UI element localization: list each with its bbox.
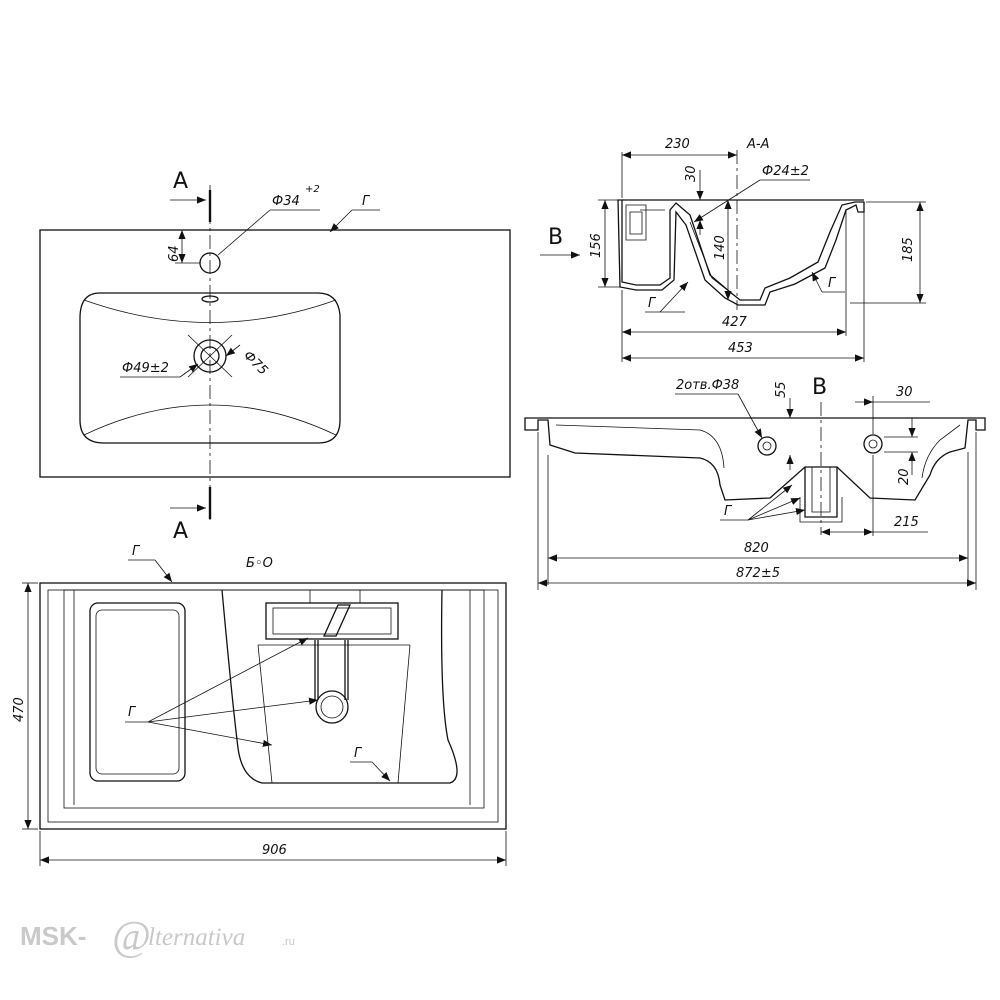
front-label-g: Г bbox=[724, 504, 733, 519]
bottom-label-g-fan: Г bbox=[128, 705, 137, 720]
front-hole-right bbox=[863, 434, 883, 454]
section-title: А-А bbox=[746, 137, 769, 152]
bottom-drain-box bbox=[265, 602, 399, 640]
dim-55: 55 bbox=[774, 381, 789, 398]
bottom-view-outline bbox=[39, 582, 507, 830]
dim-20: 20 bbox=[897, 468, 912, 485]
top-view-outline bbox=[39, 229, 511, 478]
dim-470: 470 bbox=[12, 697, 27, 722]
bottom-view: Б◦О Г Г Г 470 906 bbox=[12, 544, 507, 866]
watermark: MSK- @ lternativa .ru bbox=[20, 914, 295, 960]
watermark-brand-left: MSK- bbox=[20, 921, 86, 951]
section-label-g-right: Г bbox=[828, 276, 837, 291]
dim-872: 872±5 bbox=[736, 566, 780, 581]
drain-diameter: Ф49±2 bbox=[122, 361, 169, 376]
view-b-title: В bbox=[812, 375, 827, 400]
holes-label: 2отв.Ф38 bbox=[676, 378, 739, 393]
dim-453: 453 bbox=[728, 341, 753, 356]
dim-820: 820 bbox=[744, 541, 769, 556]
bottom-label-g-basin: Г bbox=[354, 746, 363, 761]
front-hole-left bbox=[757, 436, 777, 456]
dim-185: 185 bbox=[901, 237, 916, 262]
top-view: A A 64 Ф34 +2 Г Ф49±2 Ф75 bbox=[39, 169, 511, 544]
section-aa: А-А 230 30 Ф24±2 140 156 185 427 453 bbox=[540, 137, 926, 362]
watermark-brand-at: @ bbox=[112, 914, 151, 960]
dim-230: 230 bbox=[665, 137, 690, 152]
bottom-label-g-top: Г bbox=[132, 544, 141, 559]
bottom-compartment bbox=[89, 602, 186, 782]
dim-30: 30 bbox=[684, 165, 699, 182]
drain-outlet bbox=[804, 467, 838, 518]
drain-outer-diameter: Ф75 bbox=[240, 348, 270, 378]
bottom-drain-outer bbox=[315, 690, 349, 724]
faucet-hole-diameter: Ф34 bbox=[272, 194, 300, 209]
dim-64: 64 bbox=[167, 245, 182, 262]
front-profile bbox=[524, 417, 986, 501]
overflow-diameter: Ф24±2 bbox=[762, 164, 809, 179]
dim-215: 215 bbox=[894, 515, 919, 530]
faucet-hole-tolerance: +2 bbox=[305, 184, 320, 195]
view-marker-b: В bbox=[548, 225, 563, 250]
dim-140: 140 bbox=[713, 235, 728, 260]
bottom-basin-body bbox=[221, 589, 458, 784]
dim-156: 156 bbox=[589, 233, 604, 258]
dim-427: 427 bbox=[722, 315, 748, 330]
watermark-brand-tld: .ru bbox=[282, 936, 295, 948]
section-marker-bottom: A bbox=[173, 519, 188, 544]
bottom-view-label: Б◦О bbox=[246, 556, 273, 571]
dim-906: 906 bbox=[262, 843, 287, 858]
dim-30-b: 30 bbox=[896, 385, 913, 400]
section-marker-top: A bbox=[173, 169, 188, 194]
basin-outline bbox=[79, 292, 341, 444]
edge-label: Г bbox=[362, 194, 371, 209]
section-label-g-left: Г bbox=[648, 296, 657, 311]
view-b: В 2отв.Ф38 55 30 20 Г 215 820 bbox=[524, 375, 986, 590]
watermark-brand-right: lternativa bbox=[148, 924, 245, 951]
